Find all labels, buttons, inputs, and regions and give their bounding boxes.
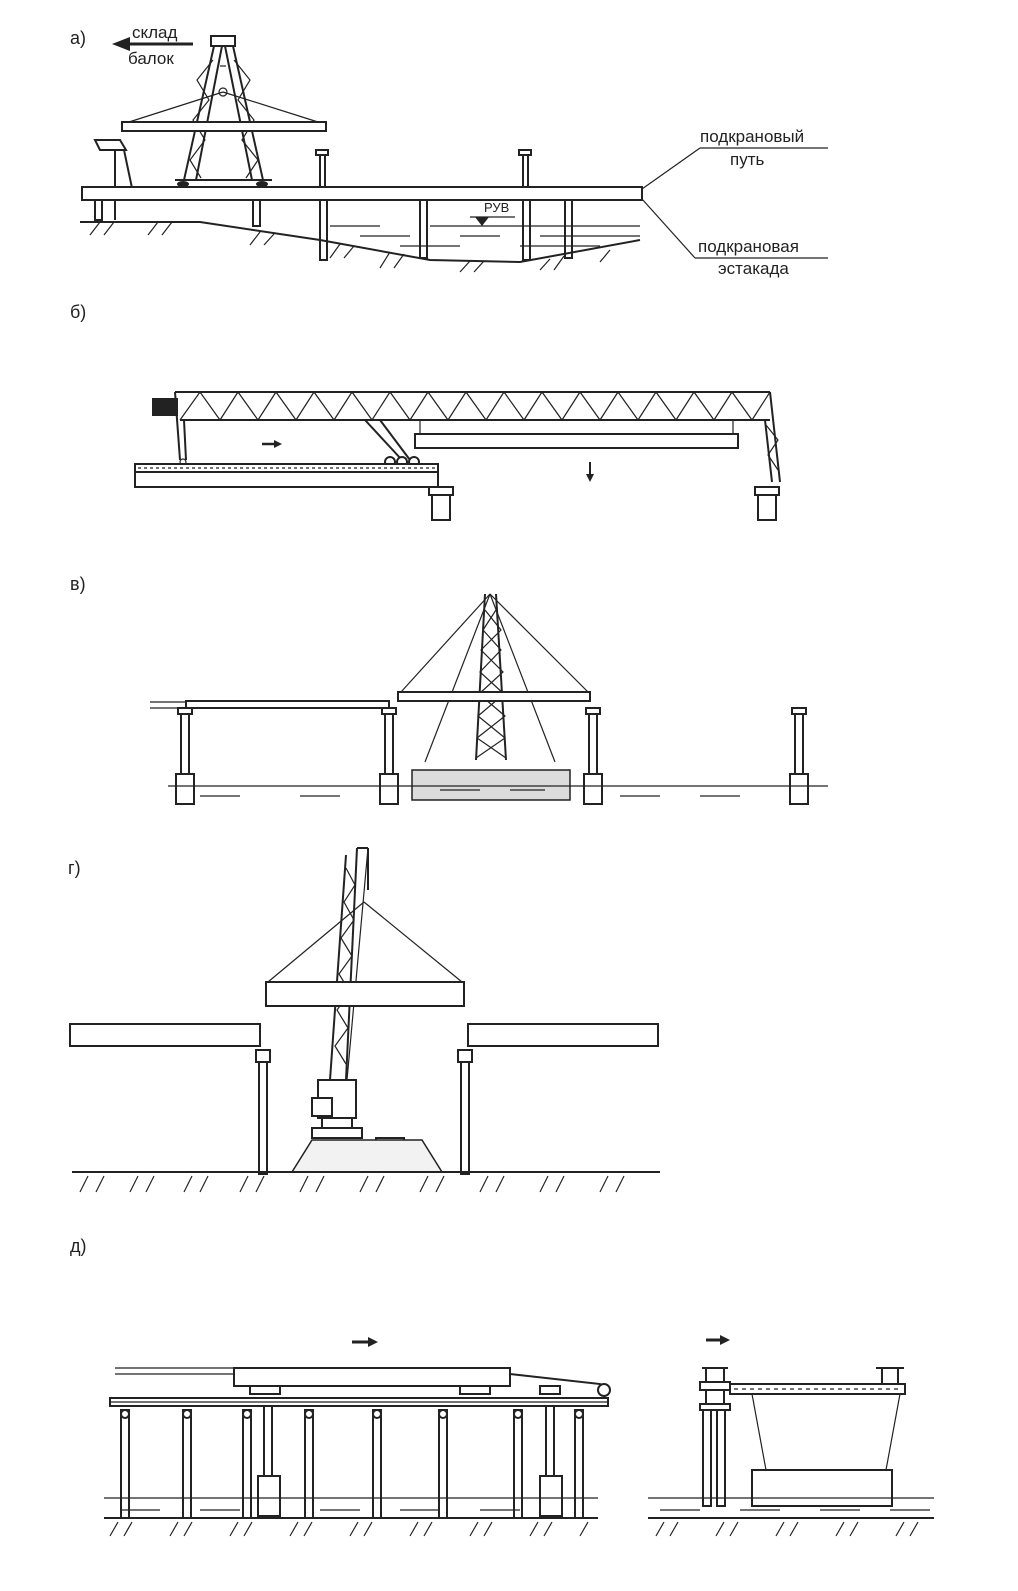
panel-b: б) bbox=[70, 302, 781, 521]
deck-posts bbox=[315, 149, 532, 187]
installed-spans-d bbox=[69, 1023, 659, 1047]
panel-c-label: в) bbox=[70, 574, 86, 594]
panel-a: а) склад балок bbox=[70, 23, 828, 278]
panel-e: д) bbox=[70, 1236, 934, 1537]
panel-c: в) bbox=[70, 574, 828, 805]
overpass-label-line1: подкрановая bbox=[698, 237, 799, 256]
overpass-piles bbox=[94, 199, 573, 261]
suspended-span-d bbox=[265, 901, 465, 1007]
warehouse-arrow bbox=[112, 37, 193, 51]
pontoon bbox=[411, 769, 571, 801]
carried-span-c bbox=[397, 691, 591, 702]
assembled-span-b bbox=[134, 463, 439, 488]
shore-ramp bbox=[93, 139, 133, 220]
overpass-label-line2: эстакада bbox=[718, 259, 789, 278]
crane-track-deck bbox=[81, 186, 643, 201]
water-e-left bbox=[104, 1497, 598, 1511]
warehouse-label-line1: склад bbox=[132, 23, 178, 42]
crane-track-label-line1: подкрановый bbox=[700, 127, 804, 146]
installed-span-c bbox=[185, 700, 390, 709]
push-arrow-right bbox=[706, 1335, 730, 1345]
launching-gantry bbox=[152, 390, 781, 483]
temporary-supports-left bbox=[120, 1405, 584, 1519]
ground-hatch-d bbox=[79, 1175, 625, 1193]
water-e-right bbox=[648, 1497, 934, 1511]
piers-d bbox=[255, 1049, 473, 1175]
water-level-marker bbox=[470, 216, 515, 226]
water-c bbox=[168, 785, 828, 797]
panel-a-label: а) bbox=[70, 28, 86, 48]
ground-hatch-e-right bbox=[655, 1521, 919, 1537]
suspended-beam-b bbox=[414, 420, 739, 449]
crane-track-label-line2: путь bbox=[730, 150, 764, 169]
carried-beam bbox=[121, 91, 327, 132]
callout-lines bbox=[641, 147, 828, 259]
panel-b-label: б) bbox=[70, 302, 86, 322]
gantry-crane bbox=[175, 35, 272, 187]
panel-d: г) bbox=[68, 847, 660, 1193]
crawler-crane bbox=[311, 847, 405, 1145]
riverbed bbox=[80, 221, 641, 273]
floating-crane bbox=[400, 593, 589, 763]
barge-launch bbox=[699, 1367, 906, 1507]
lowering-arrow bbox=[586, 462, 594, 482]
piers-c bbox=[175, 707, 809, 805]
panel-d-label: г) bbox=[68, 858, 81, 878]
travel-arrow-b bbox=[262, 440, 282, 448]
piers-b bbox=[428, 486, 780, 521]
push-arrow-left bbox=[352, 1337, 378, 1347]
water-level-label: РУВ bbox=[484, 200, 509, 215]
warehouse-label-line2: балок bbox=[128, 49, 174, 68]
gravel-mound bbox=[290, 1139, 444, 1173]
panel-e-label: д) bbox=[70, 1236, 87, 1256]
launched-span-left bbox=[109, 1367, 611, 1407]
ground-hatch-e-left bbox=[109, 1521, 589, 1537]
